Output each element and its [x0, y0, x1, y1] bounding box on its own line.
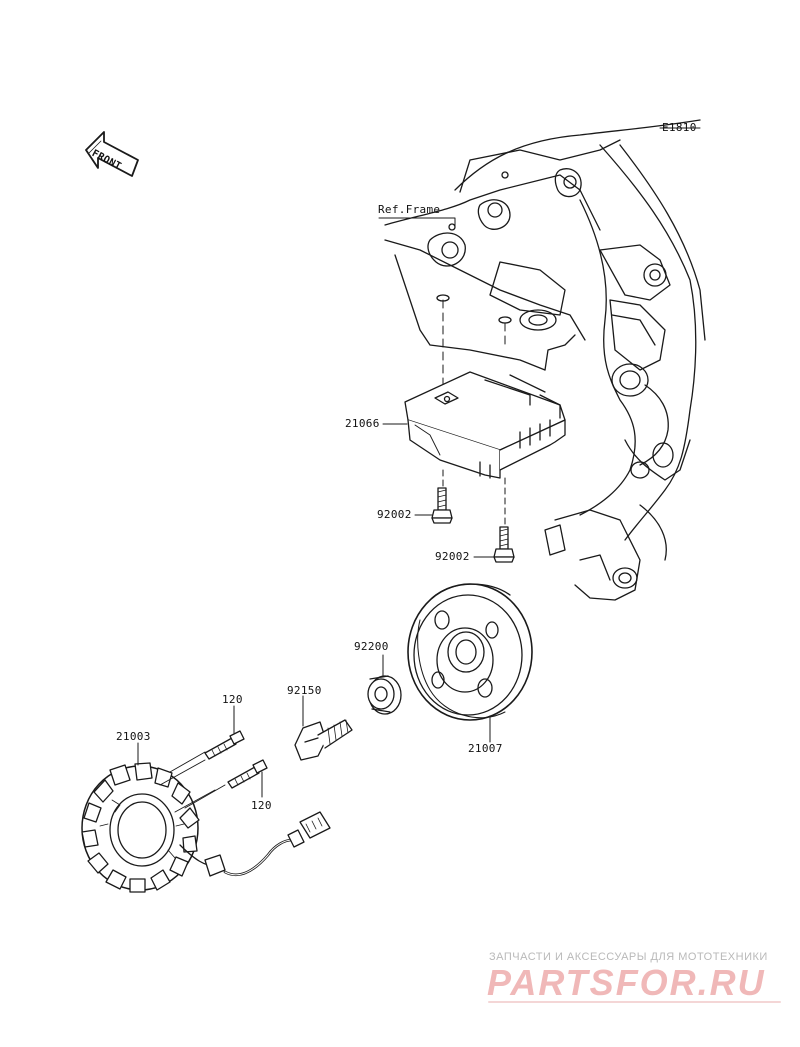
bolt-92002-b	[493, 526, 515, 563]
part-label-screw-a: 120	[222, 693, 243, 706]
part-label-bolt-b: 92002	[435, 550, 470, 563]
part-label-bolt-a: 92002	[377, 508, 412, 521]
ref-frame-label: Ref.Frame	[378, 203, 441, 216]
part-label-stator: 21003	[116, 730, 151, 743]
part-label-rotor-bolt: 92150	[287, 684, 322, 697]
part-label-regulator: 21066	[345, 417, 380, 430]
ref-frame-leader	[378, 217, 456, 227]
rotor-bolt-92150	[294, 719, 353, 761]
front-arrow-icon	[85, 131, 139, 177]
frame-outline	[384, 119, 706, 601]
generator-stator	[81, 762, 200, 893]
stator-wire-harness	[179, 811, 331, 877]
bolt-92002-a	[431, 487, 453, 524]
part-label-washer: 92200	[354, 640, 389, 653]
screw-guide-b	[169, 751, 226, 809]
generator-rotor	[407, 583, 533, 721]
screw-guide-a	[159, 759, 216, 813]
regulator-rectifier	[404, 371, 566, 479]
part-label-screw-b: 120	[251, 799, 272, 812]
watermark-brand: PARTSFOR.RU	[487, 962, 766, 1003]
screw-120-b	[227, 759, 268, 789]
part-label-rotor: 21007	[468, 742, 503, 755]
screw-120-a	[204, 730, 245, 760]
watermark-tagline: ЗАПЧАСТИ И АКСЕССУАРЫ ДЛЯ МОТОТЕХНИКИ	[489, 951, 768, 963]
washer-92200	[367, 675, 402, 715]
diagram-code-label: E1810	[662, 121, 697, 134]
